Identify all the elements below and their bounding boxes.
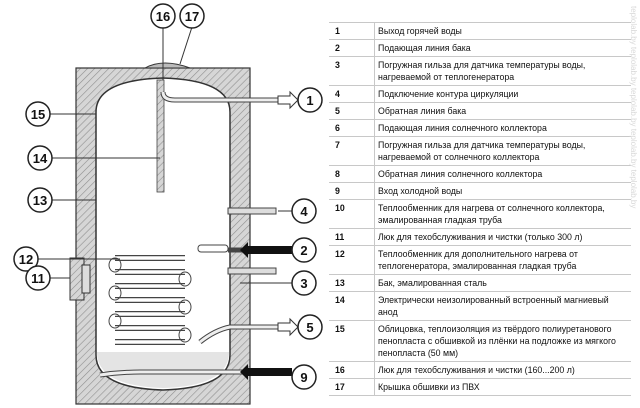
- svg-text:4: 4: [300, 204, 308, 219]
- sensor-well: [197, 244, 229, 253]
- svg-text:13: 13: [33, 193, 47, 208]
- svg-text:15: 15: [31, 107, 45, 122]
- legend-text: Теплообменник для нагрева от солнечного …: [374, 199, 631, 229]
- legend-number: 12: [329, 245, 375, 275]
- callout-14: 14: [27, 145, 53, 171]
- legend-text: Вход холодной воды: [374, 182, 631, 200]
- callout-11: 11: [25, 265, 51, 291]
- callout-5: 5: [297, 314, 323, 340]
- arrow-out-5: [277, 317, 299, 337]
- callout-16: 16: [150, 3, 176, 29]
- legend-number: 13: [329, 274, 375, 292]
- legend-text: Обратная линия солнечного коллектора: [374, 165, 631, 183]
- legend-number: 3: [329, 56, 375, 86]
- callout-13: 13: [27, 187, 53, 213]
- legend-text: Крышка обшивки из ПВХ: [374, 378, 631, 396]
- legend-text: Подающая линия солнечного коллектора: [374, 119, 631, 137]
- legend-number: 6: [329, 119, 375, 137]
- legend-number: 1: [329, 22, 375, 40]
- boiler-diagram: 16 17 15 14 13 12 11 1 4 2 3 5 9: [13, 3, 323, 405]
- legend-text: Погружная гильза для датчика температуры…: [374, 56, 631, 86]
- svg-text:1: 1: [306, 93, 313, 108]
- legend-text: Выход горячей воды: [374, 22, 631, 40]
- callout-2: 2: [291, 237, 317, 263]
- legend-number: 14: [329, 291, 375, 321]
- legend-number: 9: [329, 182, 375, 200]
- callout-3: 3: [291, 270, 317, 296]
- legend-number: 16: [329, 361, 375, 379]
- legend-number: 5: [329, 102, 375, 120]
- callout-12: 12: [13, 246, 39, 272]
- arrow-out-1: [277, 90, 299, 110]
- callout-17: 17: [179, 3, 205, 29]
- legend-text: Теплообменник для дополнительного нагрев…: [374, 245, 631, 275]
- legend-number: 15: [329, 320, 375, 362]
- legend-text: Подающая линия бака: [374, 39, 631, 57]
- callout-4: 4: [291, 198, 317, 224]
- svg-text:16: 16: [156, 9, 170, 24]
- svg-text:12: 12: [19, 252, 33, 267]
- svg-text:11: 11: [31, 271, 45, 286]
- circulation-pipe: [227, 207, 277, 215]
- svg-text:2: 2: [300, 243, 307, 258]
- legend-text: Бак, эмалированная сталь: [374, 274, 631, 292]
- legend-number: 7: [329, 136, 375, 166]
- legend-number: 8: [329, 165, 375, 183]
- legend-text: Обратная линия бака: [374, 102, 631, 120]
- arrow-in-9: [240, 364, 292, 380]
- legend-text: Облицовка, теплоизоляция из твёрдого пол…: [374, 320, 631, 362]
- legend-number: 4: [329, 85, 375, 103]
- callout-1: 1: [297, 87, 323, 113]
- legend-number: 11: [329, 228, 375, 246]
- callout-9: 9: [291, 364, 317, 390]
- legend-text: Люк для техобслуживания и чистки (160...…: [374, 361, 631, 379]
- svg-text:14: 14: [33, 151, 48, 166]
- legend-number: 10: [329, 199, 375, 229]
- legend-number: 17: [329, 378, 375, 396]
- watermark: teplolab.by teplolab.by teplolab.by tepl…: [629, 6, 638, 209]
- sensor-pipe: [227, 267, 277, 275]
- legend-text: Подключение контура циркуляции: [374, 85, 631, 103]
- legend-text: Люк для техобслуживания и чистки (только…: [374, 228, 631, 246]
- top-cover: [143, 62, 191, 69]
- legend-number: 2: [329, 39, 375, 57]
- magnesium-anode: [156, 79, 165, 193]
- legend-text: Погружная гильза для датчика температуры…: [374, 136, 631, 166]
- svg-text:3: 3: [300, 276, 307, 291]
- arrow-in-2: [240, 242, 292, 258]
- callout-15: 15: [25, 101, 51, 127]
- svg-text:5: 5: [306, 320, 313, 335]
- legend-text: Электрически неизолированный встроенный …: [374, 291, 631, 321]
- svg-text:17: 17: [185, 9, 199, 24]
- svg-text:9: 9: [300, 370, 307, 385]
